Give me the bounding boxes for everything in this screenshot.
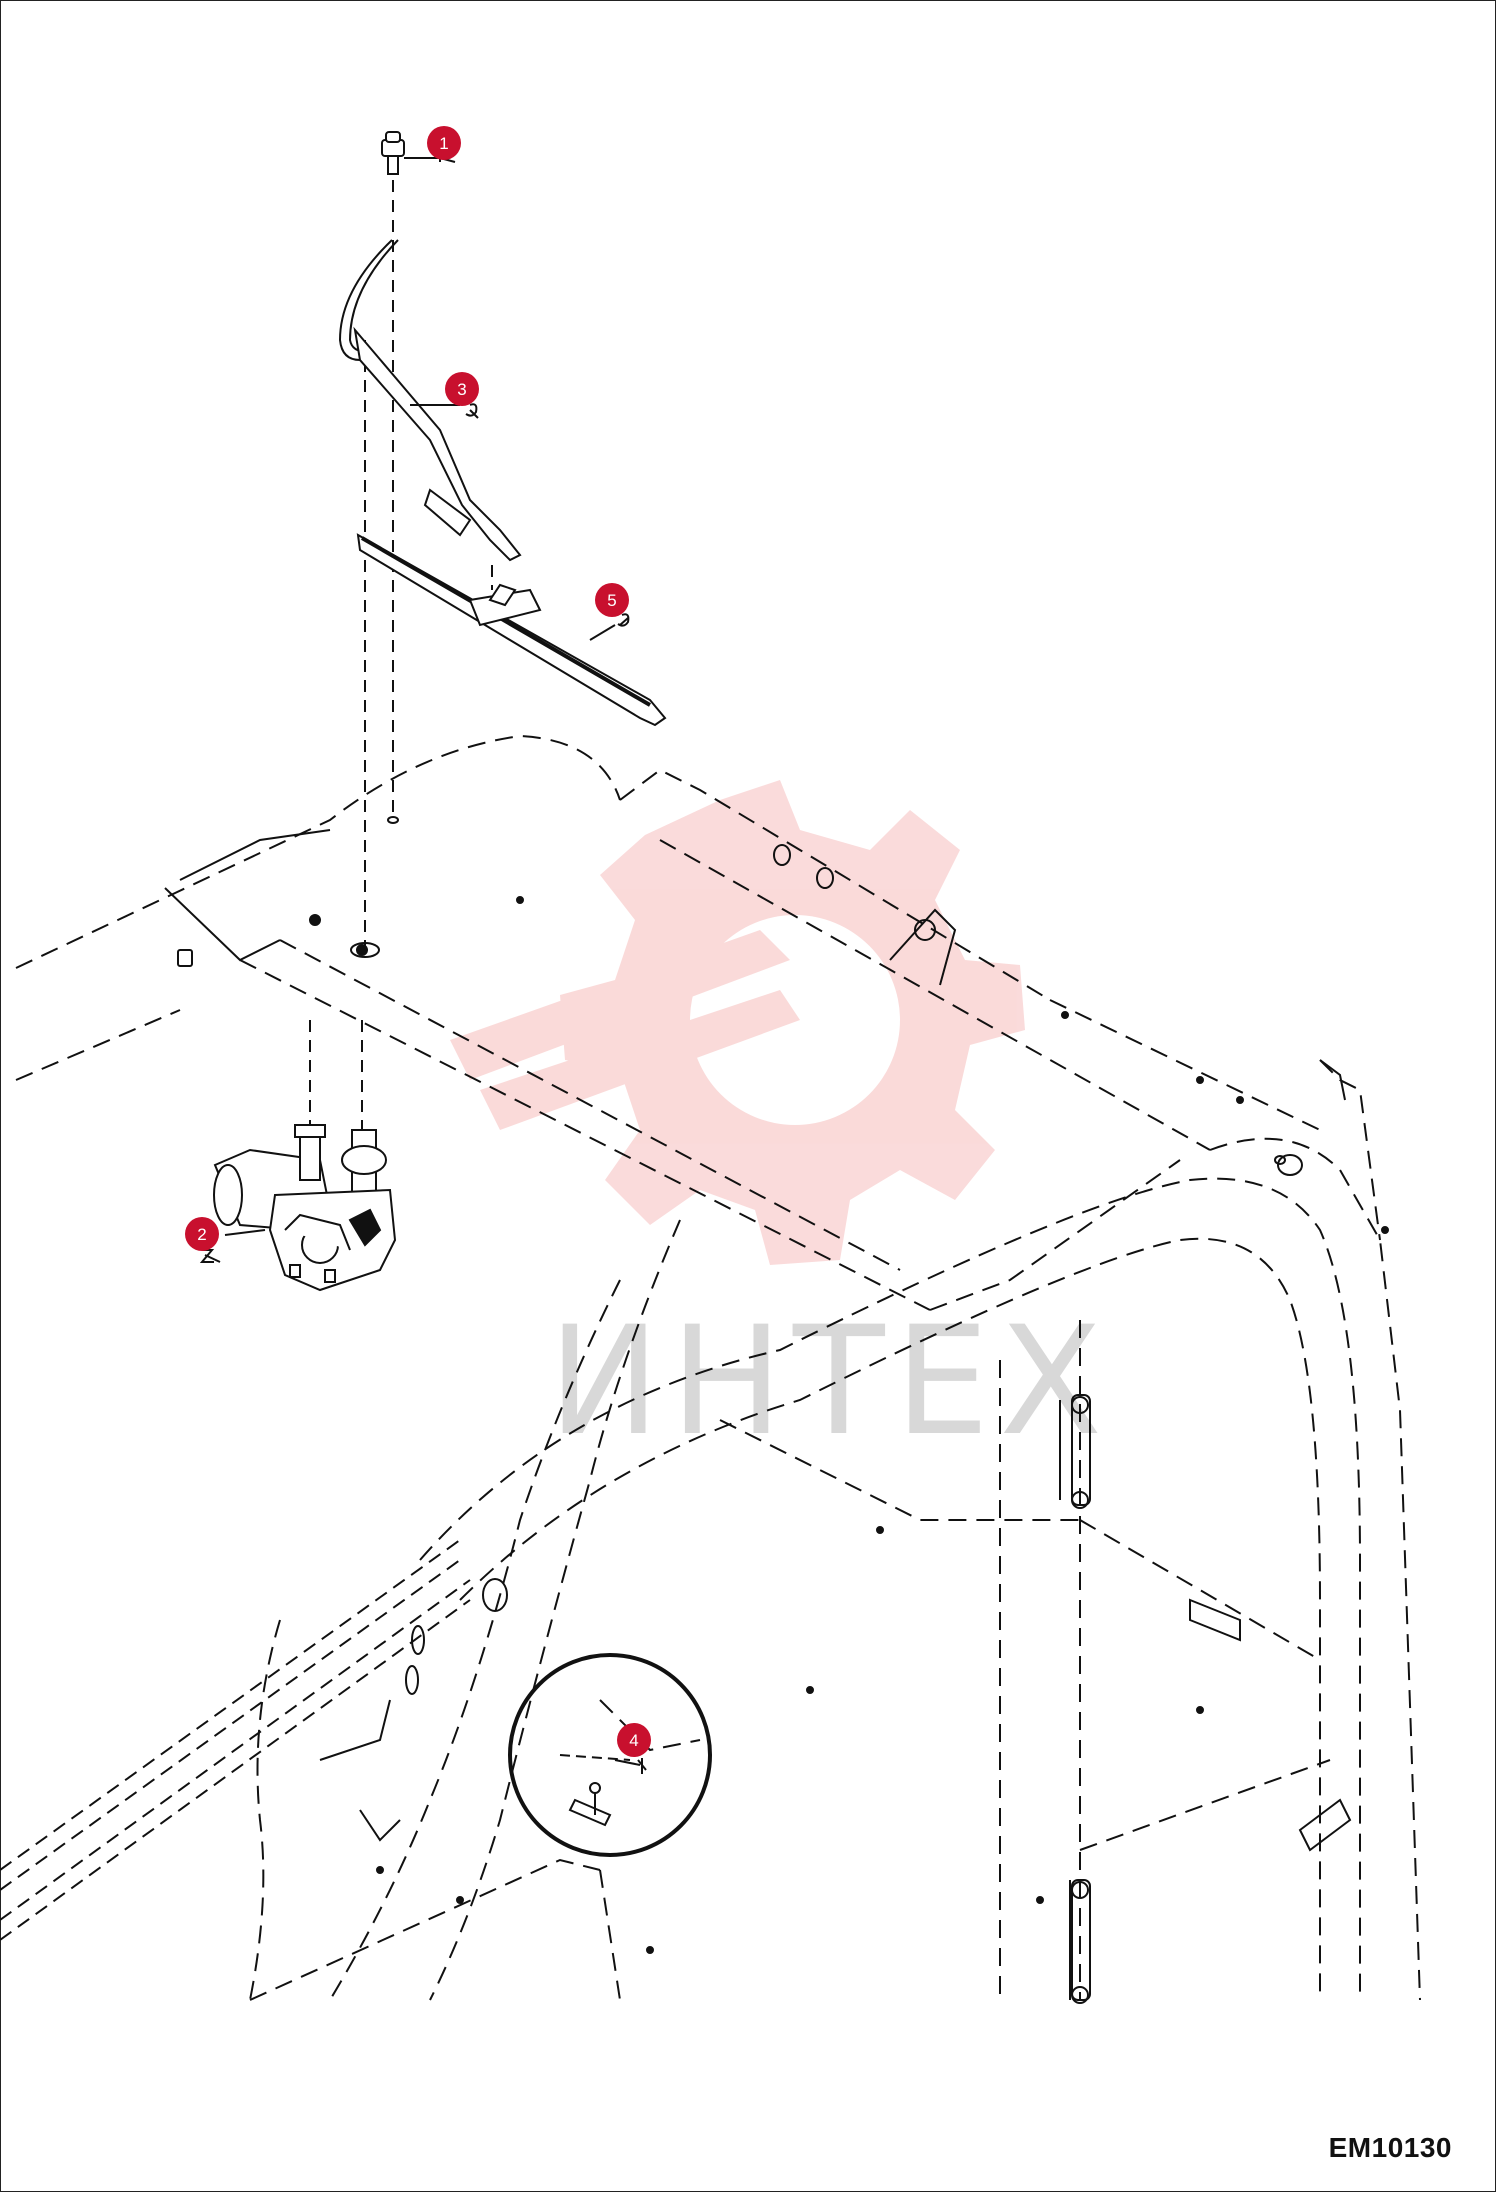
wiper-arm-nut [381,131,405,175]
leader-tick-marks [199,158,647,1774]
gear-wrench-icon [450,780,1025,1265]
callout-3-label: 3 [457,380,466,399]
callout-1: 1 [427,126,461,160]
assembly-guide-lines [309,160,493,1130]
callout-2-label: 2 [197,1225,206,1244]
callout-4: 4 [617,1723,651,1757]
watermark-text: ИНТЕХ [548,1295,1113,1469]
cab-structure [0,734,1421,2004]
callout-4-label: 4 [629,1731,638,1750]
callout-5-label: 5 [607,591,616,610]
wiper-arm [338,239,522,562]
callout-leaders [204,157,641,1766]
callout-2: 2 [185,1217,219,1251]
figure-code: EM10130 [1328,2132,1452,2163]
washer-nozzle-detail [508,1653,712,1857]
wiper-blade [356,533,667,727]
wiper-motor [213,1124,397,1292]
callout-3: 3 [445,372,479,406]
callout-5: 5 [595,583,629,617]
callout-1-label: 1 [439,134,448,153]
